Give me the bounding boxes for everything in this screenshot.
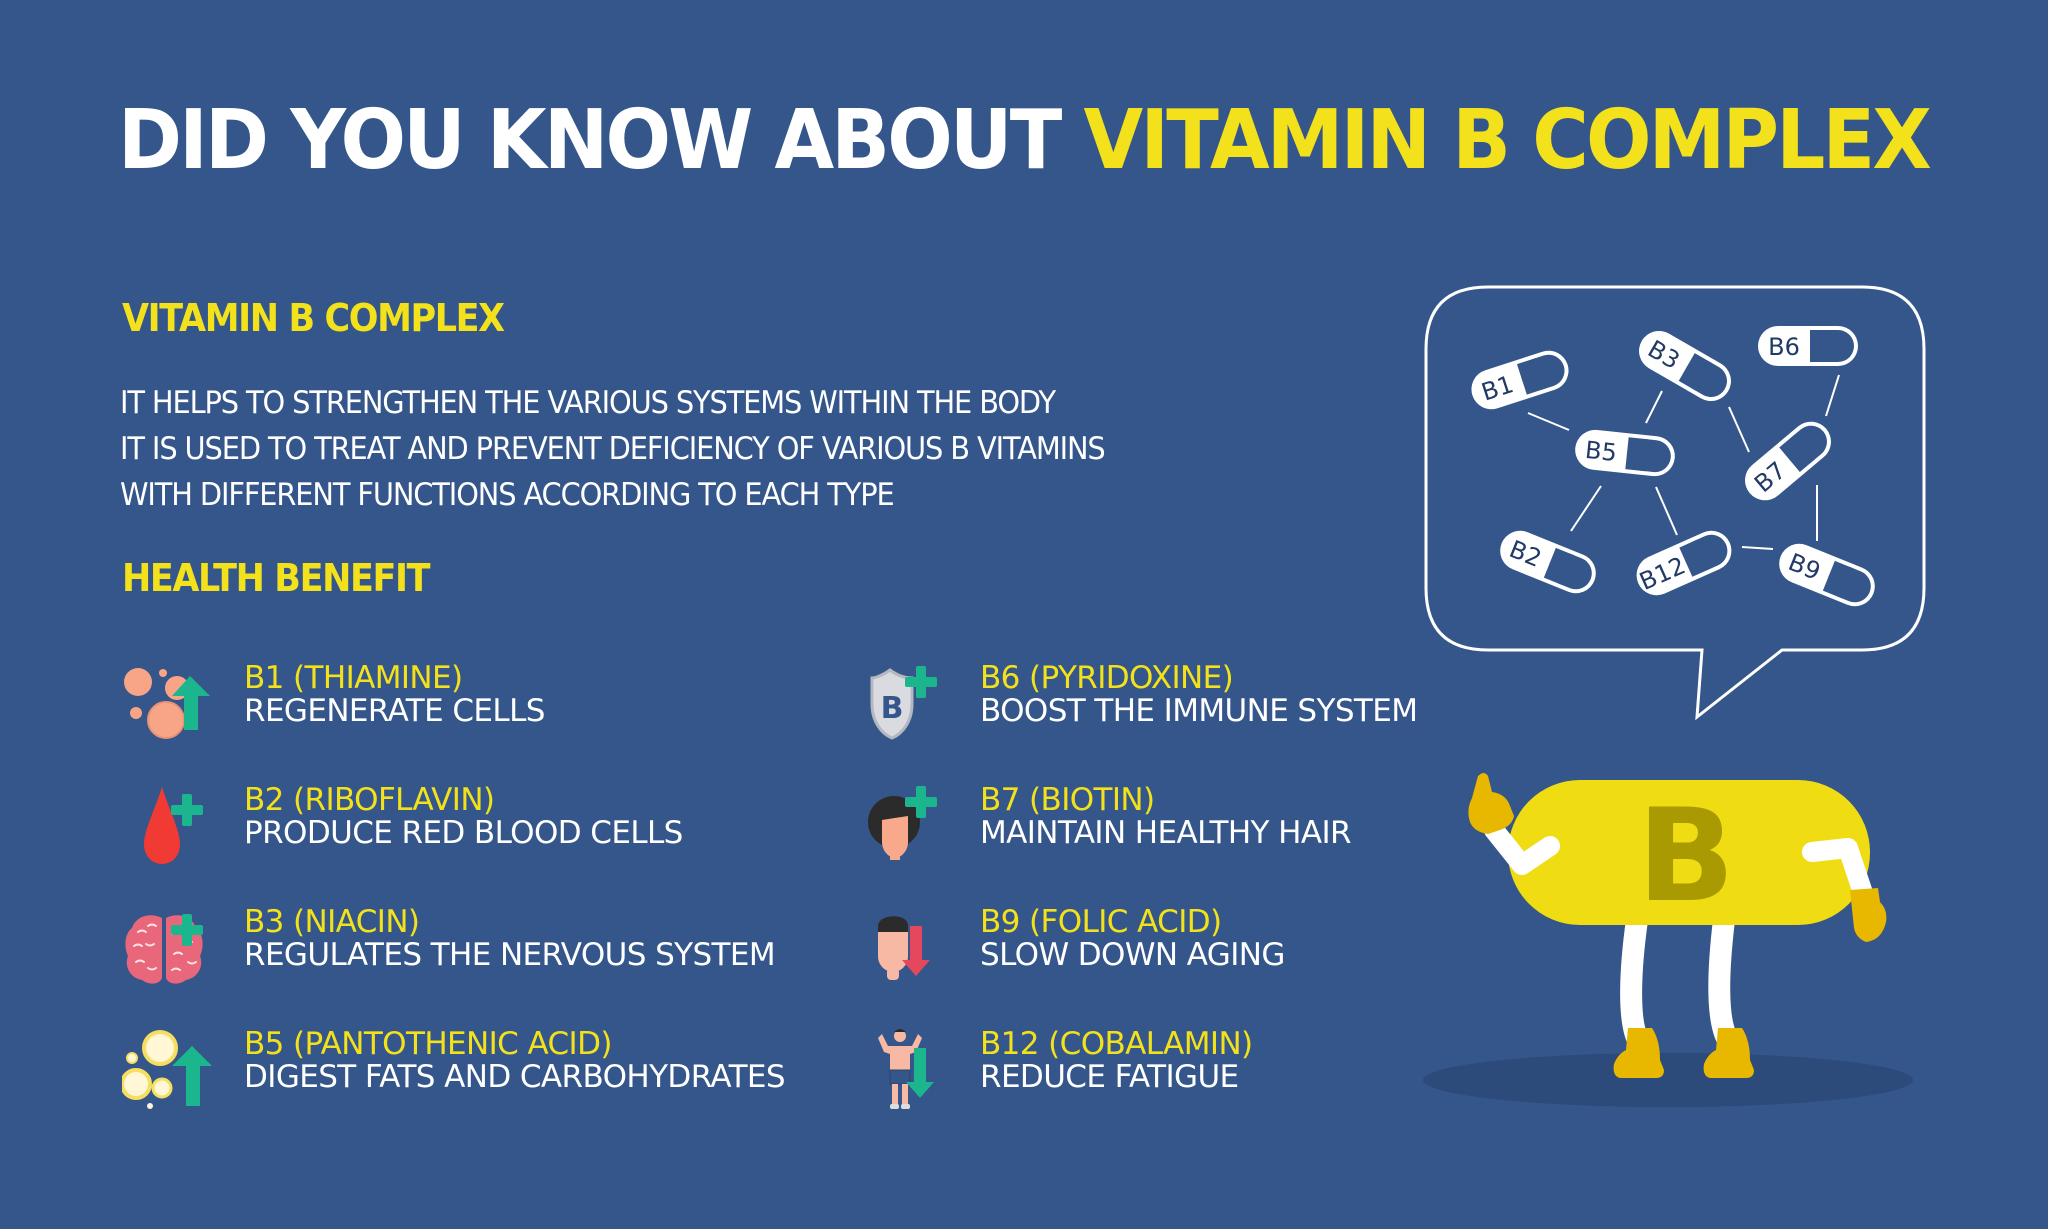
health-benefit-heading: HEALTH BENEFIT: [122, 556, 430, 600]
intro-line: WITH DIFFERENT FUNCTIONS ACCORDING TO EA…: [120, 477, 895, 513]
title-part-2: VITAMIN B COMPLEX: [1083, 93, 1931, 188]
intro-line: IT IS USED TO TREAT AND PREVENT DEFICIEN…: [120, 431, 1106, 467]
mascot-letter: B: [1637, 782, 1735, 931]
capsule-connectors: [1527, 374, 1840, 550]
capsule-b9: B9: [1779, 543, 1875, 607]
benefit-description: BOOST THE IMMUNE SYSTEM: [980, 693, 1418, 729]
svg-text:B7: B7: [1749, 456, 1791, 498]
capsule-b5: B5: [1575, 429, 1675, 477]
capsule-b2: B2: [1500, 530, 1596, 594]
capsule-b12: B12: [1635, 530, 1732, 596]
benefit-name: B1 (THIAMINE): [244, 660, 463, 696]
svg-text:B9: B9: [1784, 548, 1824, 586]
svg-text:B2: B2: [1505, 535, 1545, 573]
blood-drop-plus-icon: [144, 787, 203, 864]
benefit-name: B2 (RIBOFLAVIN): [244, 782, 495, 818]
capsule-b6: B6: [1758, 326, 1858, 366]
benefit-item-b3: B3 (NIACIN) REGULATES THE NERVOUS SYSTEM: [122, 904, 842, 994]
fat-cells-up-icon: [122, 1030, 212, 1109]
svg-text:B: B: [881, 691, 904, 726]
svg-text:B6: B6: [1768, 333, 1800, 361]
brain-plus-icon: [125, 914, 203, 984]
benefit-name: B7 (BIOTIN): [980, 782, 1155, 818]
benefit-name: B12 (COBALAMIN): [980, 1026, 1253, 1062]
strong-man-down-icon: [878, 1029, 934, 1109]
face-down-icon: [878, 916, 930, 980]
benefit-description: REDUCE FATIGUE: [980, 1059, 1239, 1095]
benefit-description: REGENERATE CELLS: [244, 693, 545, 729]
benefit-name: B5 (PANTOTHENIC ACID): [244, 1026, 612, 1062]
svg-text:B5: B5: [1584, 436, 1618, 467]
capsule-b1: B1: [1471, 350, 1569, 410]
benefit-item-b9: B9 (FOLIC ACID) SLOW DOWN AGING: [860, 904, 1580, 994]
benefit-description: PRODUCE RED BLOOD CELLS: [244, 815, 683, 851]
benefit-name: B6 (PYRIDOXINE): [980, 660, 1234, 696]
benefit-description: SLOW DOWN AGING: [980, 937, 1285, 973]
benefit-description: DIGEST FATS AND CARBOHYDRATES: [244, 1059, 786, 1095]
speech-bubble: [1424, 285, 1926, 721]
cells-up-icon: [124, 668, 210, 739]
intro-heading: VITAMIN B COMPLEX: [122, 296, 505, 340]
benefit-item-b2: B2 (RIBOFLAVIN) PRODUCE RED BLOOD CELLS: [122, 782, 842, 872]
shield-plus-icon: B: [870, 666, 937, 740]
benefit-item-b12: B12 (COBALAMIN) REDUCE FATIGUE: [860, 1026, 1580, 1116]
hair-plus-icon: [868, 786, 937, 860]
svg-text:B12: B12: [1635, 551, 1689, 596]
intro-line: IT HELPS TO STRENGTHEN THE VARIOUS SYSTE…: [120, 385, 1056, 421]
benefit-name: B3 (NIACIN): [244, 904, 420, 940]
capsule-b3: B3: [1639, 331, 1731, 401]
benefit-item-b1: B1 (THIAMINE) REGENERATE CELLS: [122, 660, 842, 750]
benefit-description: MAINTAIN HEALTHY HAIR: [980, 815, 1352, 851]
benefit-item-b5: B5 (PANTOTHENIC ACID) DIGEST FATS AND CA…: [122, 1026, 842, 1116]
benefit-name: B9 (FOLIC ACID): [980, 904, 1222, 940]
benefit-description: REGULATES THE NERVOUS SYSTEM: [244, 937, 776, 973]
intro-text: IT HELPS TO STRENGTHEN THE VARIOUS SYSTE…: [120, 380, 1106, 518]
capsule-b7: B7: [1745, 421, 1831, 501]
svg-text:B1: B1: [1478, 370, 1517, 406]
title-part-1: DID YOU KNOW ABOUT: [118, 93, 1062, 188]
benefit-item-b6: B B6 (PYRIDOXINE) BOOST THE IMMUNE SYSTE…: [860, 660, 1580, 750]
page-title: DID YOU KNOW ABOUT VITAMIN B COMPLEX: [118, 100, 1932, 182]
benefit-item-b7: B7 (BIOTIN) MAINTAIN HEALTHY HAIR: [860, 782, 1580, 872]
svg-text:B3: B3: [1643, 335, 1684, 375]
